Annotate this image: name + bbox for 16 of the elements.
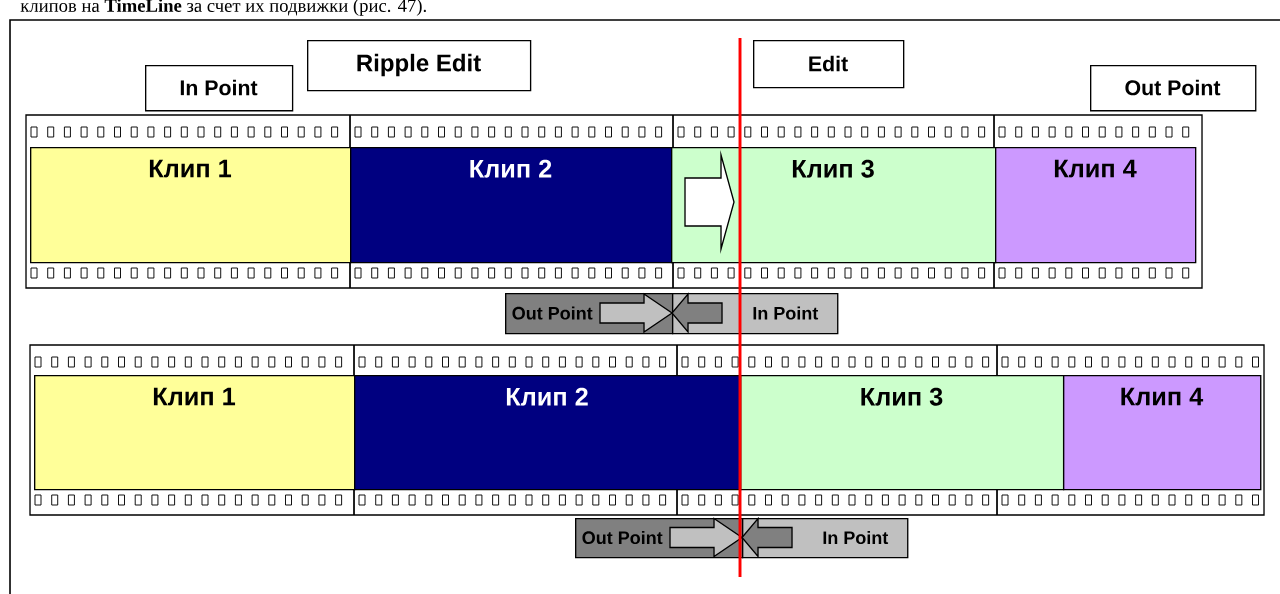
in-point-box: In Point (741, 516, 909, 559)
clip-block: Клип 3 (671, 147, 997, 264)
clip-block: Клип 3 (740, 375, 1065, 491)
clip-block: Клип 4 (995, 147, 1197, 264)
label-box: Out Point (1090, 65, 1257, 112)
in-point-box: In Point (671, 292, 839, 335)
clip-block: Клип 2 (354, 375, 742, 491)
clip-block: Клип 1 (30, 147, 352, 264)
clip-block: Клип 4 (1063, 375, 1262, 491)
out-point-box: Out Point (505, 292, 674, 335)
title-box: Ripple Edit (307, 40, 532, 92)
clip-block: Клип 2 (350, 147, 673, 264)
clip-block: Клип 1 (34, 375, 356, 491)
out-point-box: Out Point (575, 517, 744, 559)
label-box: Edit (753, 40, 905, 89)
label-box: In Point (145, 65, 294, 112)
